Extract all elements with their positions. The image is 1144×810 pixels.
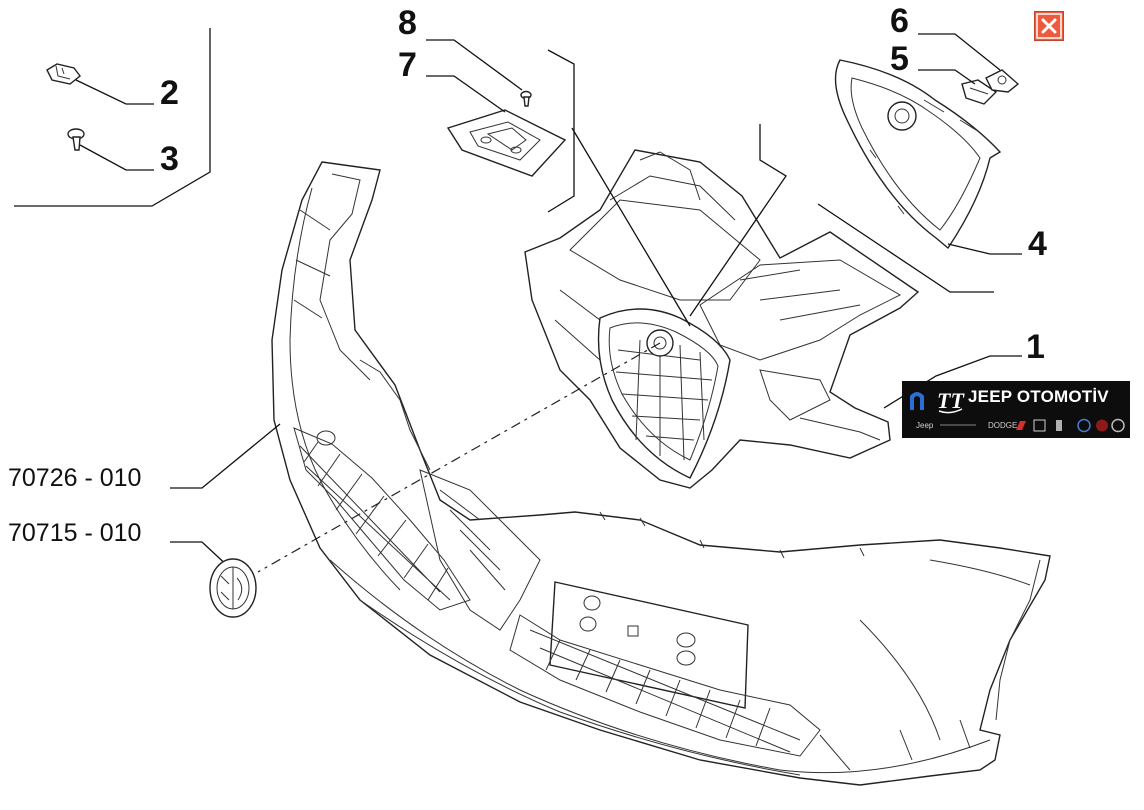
callout-4: 4	[1028, 225, 1047, 263]
callout-7: 7	[398, 46, 417, 84]
callout-1: 1	[1026, 328, 1045, 366]
emblem-part	[209, 558, 257, 618]
callout-6: 6	[890, 2, 909, 40]
svg-text:TT: TT	[937, 388, 965, 413]
dealer-banner: TT JEEP OTOMOTİV Jeep DODGE	[902, 381, 1130, 438]
callout-2: 2	[160, 74, 179, 112]
small-screw-part	[520, 90, 532, 107]
svg-text:Jeep: Jeep	[916, 421, 934, 430]
grille-frame-part	[834, 59, 1002, 250]
close-button[interactable]	[1034, 11, 1064, 41]
upper-grille-carrier-part	[524, 149, 920, 489]
clip-part	[46, 63, 81, 85]
screw-part	[67, 128, 85, 151]
front-bumper-part	[271, 161, 1051, 786]
brand-badges: Jeep DODGE	[916, 418, 1125, 433]
svg-text:DODGE: DODGE	[988, 421, 1017, 430]
callout-8: 8	[398, 4, 417, 42]
mopar-icon	[910, 392, 924, 410]
part-code-70715: 70715 - 010	[8, 519, 141, 547]
tt-logo-icon: TT	[937, 388, 965, 414]
close-icon	[1036, 13, 1062, 39]
dealer-name: JEEP OTOMOTİV	[968, 387, 1109, 406]
bracket-part	[446, 109, 567, 177]
callout-5: 5	[890, 40, 909, 78]
clip-5-part	[961, 79, 998, 105]
part-code-70726: 70726 - 010	[8, 464, 141, 492]
clip-6-part	[985, 69, 1020, 93]
callout-3: 3	[160, 140, 179, 178]
clip-box	[14, 28, 211, 207]
